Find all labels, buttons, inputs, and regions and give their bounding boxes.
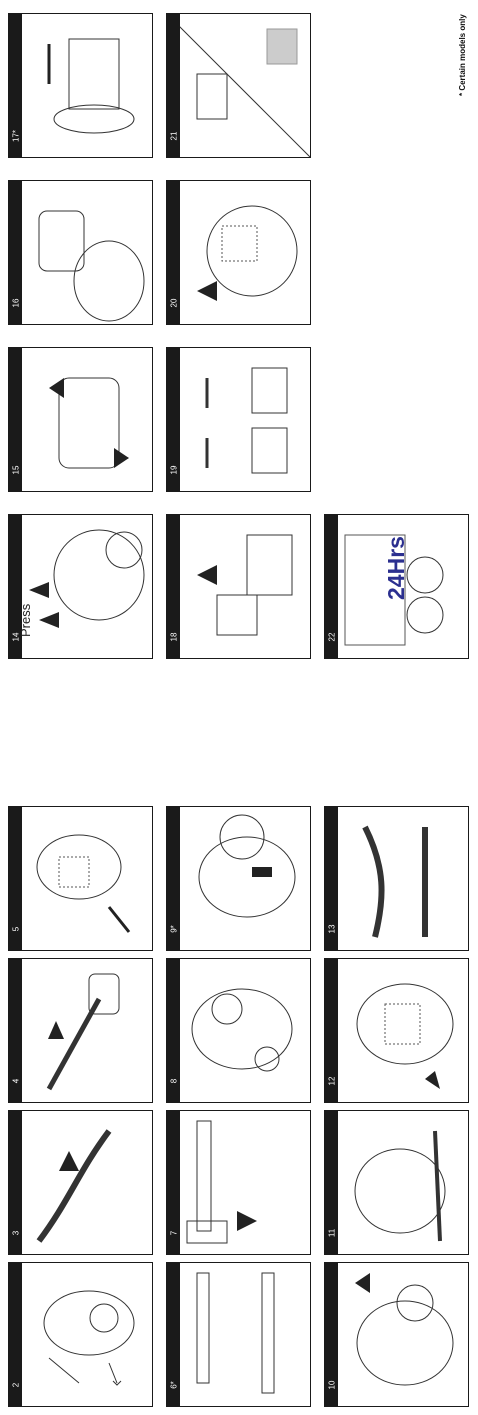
step-number: 9* [169,925,178,933]
hose-illustration [9,1111,152,1254]
vacuum-cord-illustration [9,807,152,950]
vacuum-front-illustration [167,959,310,1102]
step-number: 3 [11,1231,20,1235]
step-panel-10: 10 [324,1262,469,1407]
step-number: 17* [11,130,20,142]
step-panel-6: 6* [166,1262,311,1407]
step-panel-15: 15 [8,347,153,492]
filter-removal-illustration [9,14,152,157]
container-twist-illustration [9,348,152,491]
step-number: 8 [169,1079,178,1083]
step-panel-5: 5 [8,806,153,951]
hose-tools-illustration [325,807,468,950]
exhaust-filter-illustration [167,181,310,324]
step-number: 20 [169,299,178,308]
step-panel-8: 8 [166,958,311,1103]
vacuum-illustration [9,1263,152,1406]
vacuum-lever-illustration [167,807,310,950]
step-number: 11 [327,1229,336,1237]
floor-brush-illustration [167,1111,310,1254]
container-empty-illustration [9,181,152,324]
step-panel-21: 21 [166,13,311,158]
filter-pull-illustration [167,515,310,658]
step-number: 7 [169,1231,178,1235]
filter-tap-illustration [167,348,310,491]
filter-clean-illustration [167,14,310,157]
step-panel-18: 18 [166,514,311,659]
step-number: 4 [11,1079,20,1083]
tube-illustration [167,1263,310,1406]
step-panel-17: 17* [8,13,153,158]
step-number: 19 [169,466,178,475]
step-panel-4: 4 [8,958,153,1103]
step-panel-3: 3 [8,1110,153,1255]
step-panel-14: 14 [8,514,153,659]
step-number: 6* [169,1381,178,1389]
step-number: 13 [327,925,336,934]
vacuum-filter-door-illustration [325,959,468,1102]
step-panel-20: 20 [166,180,311,325]
nozzle-illustration [9,959,152,1102]
step-number: 12 [327,1077,336,1086]
step-number: 18 [169,633,178,642]
step-number: 16 [11,299,20,308]
drying-time-label: 24Hrs [383,536,410,600]
step-panel-12: 12 [324,958,469,1103]
footnote: * Certain models only [458,14,467,96]
step-panel-7: 7 [166,1110,311,1255]
step-number: 10 [327,1381,336,1390]
step-panel-11: 11 [324,1110,469,1255]
step-panel-13: 13 [324,806,469,951]
step-panel-2: 2 [8,1262,153,1407]
step-number: 22 [327,633,336,642]
step-panel-16: 16 [8,180,153,325]
press-label: Press [18,604,33,637]
vacuum-storage-illustration [325,1111,468,1254]
step-number: 2 [11,1383,20,1387]
step-number: 15 [11,466,20,475]
step-panel-9: 9* [166,806,311,951]
vacuum-side-illustration [325,1263,468,1406]
step-number: 21 [169,132,178,141]
step-number: 5 [11,927,20,931]
step-panel-19: 19 [166,347,311,492]
